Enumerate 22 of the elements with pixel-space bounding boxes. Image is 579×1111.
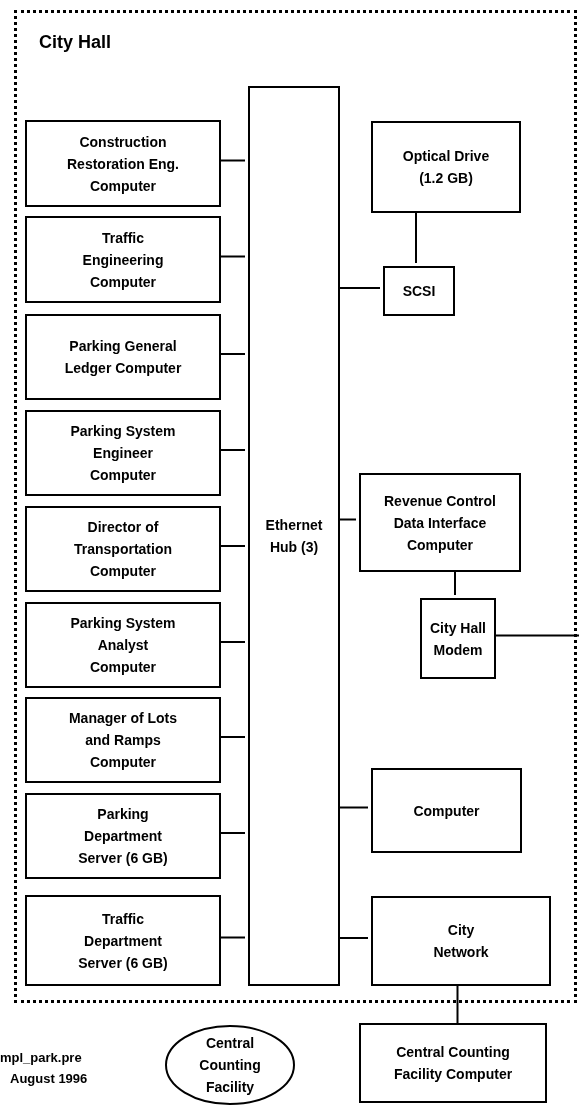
- device-box: Construction Restoration Eng. Computer: [25, 120, 221, 207]
- device-box: Revenue Control Data Interface Computer: [359, 473, 521, 572]
- device-box: Manager of Lots and Ramps Computer: [25, 697, 221, 783]
- file-note: mpl_park.pre: [0, 1050, 82, 1065]
- device-box: City Network: [371, 896, 551, 986]
- device-box: Parking System Engineer Computer: [25, 410, 221, 496]
- device-box: Traffic Engineering Computer: [25, 216, 221, 303]
- group-title: City Hall: [39, 31, 112, 53]
- device-box: Traffic Department Server (6 GB): [25, 895, 221, 986]
- device-box: SCSI: [383, 266, 455, 316]
- device-box: City Hall Modem: [420, 598, 496, 679]
- device-box: Computer: [371, 768, 522, 853]
- device-box: Central Counting Facility Computer: [359, 1023, 547, 1103]
- device-box: Director of Transportation Computer: [25, 506, 221, 592]
- file-note: August 1996: [10, 1071, 88, 1086]
- device-box: Parking Department Server (6 GB): [25, 793, 221, 879]
- device-box: Optical Drive (1.2 GB): [371, 121, 521, 213]
- location-ellipse: Central Counting Facility: [165, 1025, 295, 1105]
- building-boundary: [14, 10, 577, 1003]
- device-box: Parking System Analyst Computer: [25, 602, 221, 688]
- hub-box: Ethernet Hub (3): [248, 86, 340, 986]
- device-box: Parking General Ledger Computer: [25, 314, 221, 400]
